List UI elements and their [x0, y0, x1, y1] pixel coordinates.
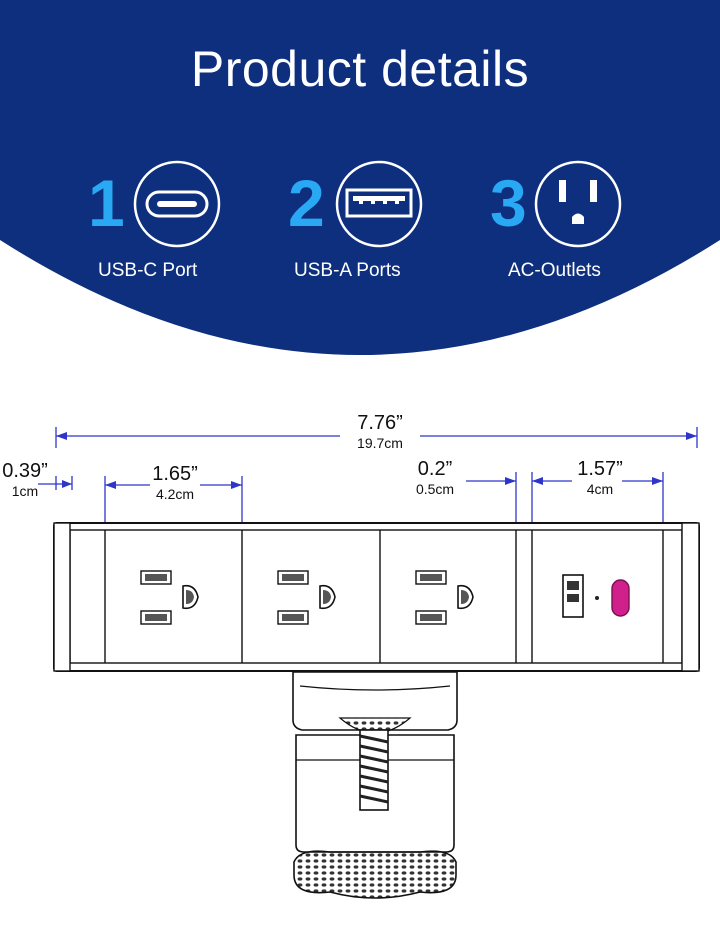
- page-title: Product details: [190, 41, 530, 97]
- usb-c-port-icon: [133, 160, 221, 248]
- feature-label: USB-A Ports: [294, 260, 401, 281]
- usb-a-port-icon: [335, 160, 423, 248]
- desk-clamp: [292, 671, 458, 899]
- dimension-end-cap: 0.39” 1cm: [2, 460, 48, 499]
- feature-number: 1: [88, 166, 125, 240]
- ac-outlet-icon: [534, 160, 622, 248]
- ac-outlet: [415, 570, 474, 625]
- dimension-divider: 0.2” 0.5cm: [415, 458, 455, 497]
- feature-usb-c: 1 USB-C Port: [88, 160, 288, 310]
- ac-outlet: [277, 570, 336, 625]
- dimension-total-width: 7.76” 19.7cm: [357, 412, 403, 451]
- indicator-light: [595, 596, 599, 600]
- feature-number: 2: [288, 166, 325, 240]
- dimension-outlet-module: 1.65” 4.2cm: [152, 463, 198, 502]
- usb-c-port: [611, 579, 630, 617]
- feature-usb-a: 2 USB-A Ports: [288, 160, 488, 310]
- power-strip: [53, 522, 700, 672]
- feature-ac-outlet: 3 AC-Outlets: [490, 160, 690, 310]
- ac-outlet: [140, 570, 199, 625]
- feature-number: 3: [490, 166, 527, 240]
- feature-label: USB-C Port: [98, 260, 198, 281]
- usb-module: [562, 574, 630, 618]
- dimension-usb-module: 1.57” 4cm: [577, 458, 623, 497]
- feature-label: AC-Outlets: [508, 260, 601, 281]
